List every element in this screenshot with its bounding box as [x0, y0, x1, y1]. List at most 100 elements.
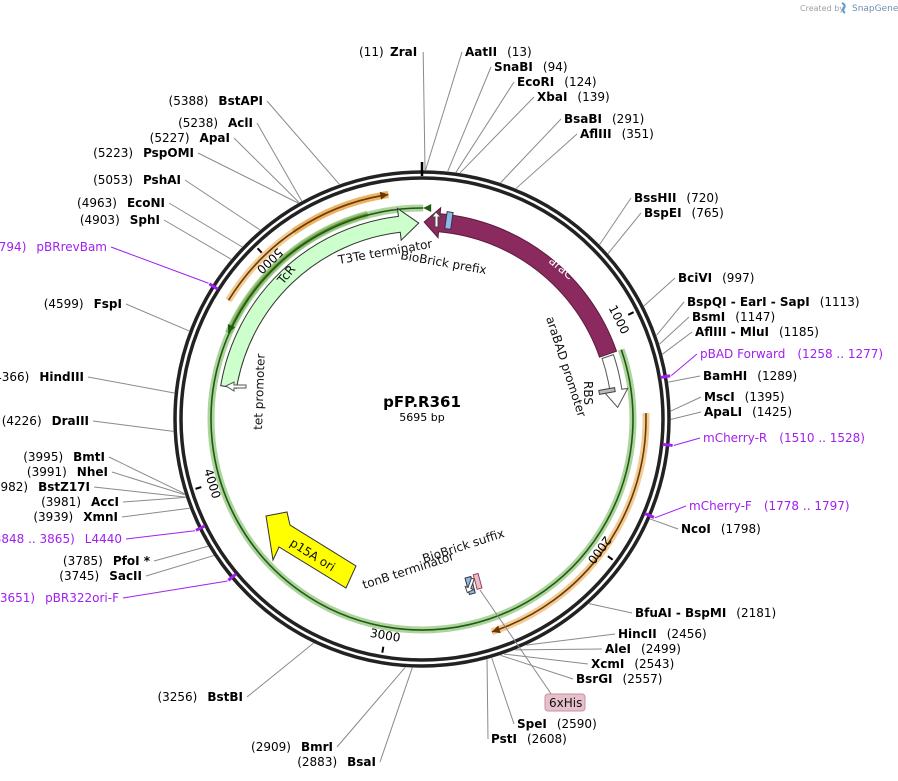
site-position-label: (2499)	[641, 642, 681, 656]
tcr-arrow	[220, 207, 420, 389]
restriction-site[interactable]: BfuAI - BspMI(2181)	[635, 606, 776, 620]
site-leader-line	[500, 654, 574, 680]
restriction-site[interactable]: AclI(5238)	[178, 116, 253, 130]
restriction-site[interactable]: BstZ17I(3982)	[0, 480, 90, 494]
site-name-label: PspOMI	[143, 146, 194, 160]
restriction-site[interactable]: BciVI(997)	[678, 271, 754, 285]
restriction-site[interactable]: BsaI(2883)	[297, 755, 376, 769]
feature-tet-promoter[interactable]: tet promoter	[224, 353, 268, 430]
site-leader-line	[486, 659, 489, 740]
restriction-site[interactable]: ZraI(11)	[359, 45, 417, 59]
site-position-label: (1147)	[735, 310, 775, 324]
restriction-site[interactable]: PshAI(5053)	[93, 173, 181, 187]
restriction-site[interactable]: SphI (4903)	[80, 213, 160, 227]
feature-tonb-terminator[interactable]: tonB terminator	[361, 549, 477, 594]
restriction-site-labels: ZraI(11) AatII(13)SnaBI(94)EcoRI(124)XbaI…	[0, 45, 883, 769]
restriction-site[interactable]: BssHII(720)	[634, 191, 719, 205]
site-name-label: NheI	[77, 465, 108, 479]
site-leader-line	[163, 219, 232, 260]
site-position-label: (765)	[692, 206, 724, 220]
restriction-site[interactable]: BsaBI(291)	[564, 112, 644, 126]
restriction-site[interactable]: AccI(3981)	[41, 495, 119, 509]
site-position-label: (3256)	[157, 690, 197, 704]
feature-rbs[interactable]: RBS	[581, 381, 616, 405]
primer-label[interactable]: pBAD Forward(1258 .. 1277)	[700, 347, 883, 361]
site-name-label: SphI	[130, 213, 160, 227]
orf-arc	[227, 193, 389, 301]
site-leader-line	[153, 545, 209, 562]
primer-mark	[662, 442, 673, 447]
bp-tick-label: 3000	[369, 626, 401, 645]
restriction-site[interactable]: BstBI(3256)	[157, 690, 243, 704]
restriction-site[interactable]: BsrGI(2557)	[576, 672, 662, 686]
restriction-site[interactable]: BspQI - EarI - SapI(1113)	[687, 295, 860, 309]
orf-arc-glow	[490, 413, 650, 636]
site-name-label: BciVI	[678, 271, 712, 285]
restriction-site[interactable]: HindIII(4366)	[0, 370, 84, 384]
feature-6xhis[interactable]: 6xHis	[479, 589, 586, 712]
restriction-site[interactable]: BamHI(1289)	[703, 369, 797, 383]
restriction-site[interactable]: PspOMI(5223)	[93, 146, 194, 160]
primer-label[interactable]: pBRrevBam(4775 .. 4794)	[0, 240, 107, 254]
restriction-site[interactable]: ApaI(5227)	[150, 131, 230, 145]
restriction-site[interactable]: XcmI(2543)	[591, 657, 674, 671]
site-position-label: (3785)	[63, 554, 103, 568]
site-leader-line	[184, 179, 261, 231]
restriction-site[interactable]: BmrI(2909)	[251, 740, 333, 754]
restriction-site[interactable]: BspEI(765)	[644, 206, 724, 220]
site-name-label: BsmI	[692, 310, 725, 324]
site-position-label: (4903)	[80, 213, 120, 227]
restriction-site[interactable]: ApaLI(1425)	[704, 405, 792, 419]
site-name-label: BspQI - EarI - SapI	[687, 295, 810, 309]
restriction-site[interactable]: EcoNI(4963)	[77, 196, 165, 210]
restriction-site[interactable]: SpeI(2590)	[517, 717, 597, 731]
restriction-site[interactable]: HincII(2456)	[618, 627, 707, 641]
restriction-site[interactable]: SnaBI(94)	[494, 60, 568, 74]
restriction-site[interactable]: EcoRI(124)	[517, 75, 597, 89]
site-position-label: (4963)	[77, 196, 117, 210]
tet-promoter-arrow	[224, 381, 247, 392]
site-name-label: BsaI	[347, 755, 376, 769]
primer-name-label: mCherry-R	[703, 431, 767, 445]
restriction-site[interactable]: BsmI (1147)	[692, 310, 775, 324]
feature-arac[interactable]: araC	[423, 206, 618, 358]
primer-range-label: (1778 .. 1797)	[764, 499, 850, 513]
primer-label[interactable]: mCherry-R(1510 .. 1528)	[703, 431, 865, 445]
site-leader-line	[336, 667, 406, 748]
site-leader-line	[168, 202, 243, 248]
site-position-label: (5053)	[93, 173, 133, 187]
site-position-label: (1425)	[752, 405, 792, 419]
restriction-site[interactable]: AatII(13)	[465, 45, 532, 59]
restriction-site[interactable]: PfoI *(3785)	[63, 554, 151, 568]
bp-tick	[256, 247, 263, 254]
primer-label[interactable]: L4440(3848 .. 3865)	[0, 532, 122, 546]
orf-arc	[491, 413, 647, 633]
primer-name-label: mCherry-F	[689, 499, 752, 513]
site-position-label: (5227)	[150, 131, 190, 145]
restriction-site[interactable]: NheI(3991)	[27, 465, 108, 479]
primer-leader-line	[673, 437, 701, 447]
restriction-site[interactable]: BstAPI(5388)	[169, 94, 263, 108]
restriction-site[interactable]: BmtI(3995)	[23, 450, 105, 464]
restriction-site[interactable]: FspI(4599)	[44, 297, 122, 311]
restriction-site[interactable]: PstI(2608)	[491, 732, 567, 746]
restriction-site[interactable]: AflIII(351)	[580, 127, 654, 141]
orf-arrowhead	[423, 204, 432, 213]
restriction-site[interactable]: DraIII(4226)	[2, 414, 89, 428]
restriction-site[interactable]: MscI(1395)	[704, 390, 785, 404]
primer-label[interactable]: mCherry-F (1778 .. 1797)	[689, 499, 850, 513]
restriction-site[interactable]: AleI(2499)	[605, 642, 681, 656]
site-leader-line	[670, 411, 702, 420]
primer-mark	[195, 524, 206, 532]
primer-name-label: pBAD Forward	[700, 347, 785, 361]
site-name-label: NcoI	[681, 522, 711, 536]
primer-label[interactable]: pBR322ori-F(3632 .. 3651)	[0, 591, 119, 605]
restriction-site[interactable]: SacII(3745)	[59, 569, 142, 583]
site-leader-line	[122, 496, 186, 503]
restriction-site[interactable]: NcoI(1798)	[681, 522, 761, 536]
restriction-site[interactable]: XmnI(3939)	[33, 510, 118, 524]
site-position-label: (13)	[507, 45, 532, 59]
restriction-site[interactable]: XbaI(139)	[537, 90, 610, 104]
restriction-site[interactable]: AflIII - MluI(1185)	[695, 325, 819, 339]
site-leader-line	[256, 122, 303, 202]
